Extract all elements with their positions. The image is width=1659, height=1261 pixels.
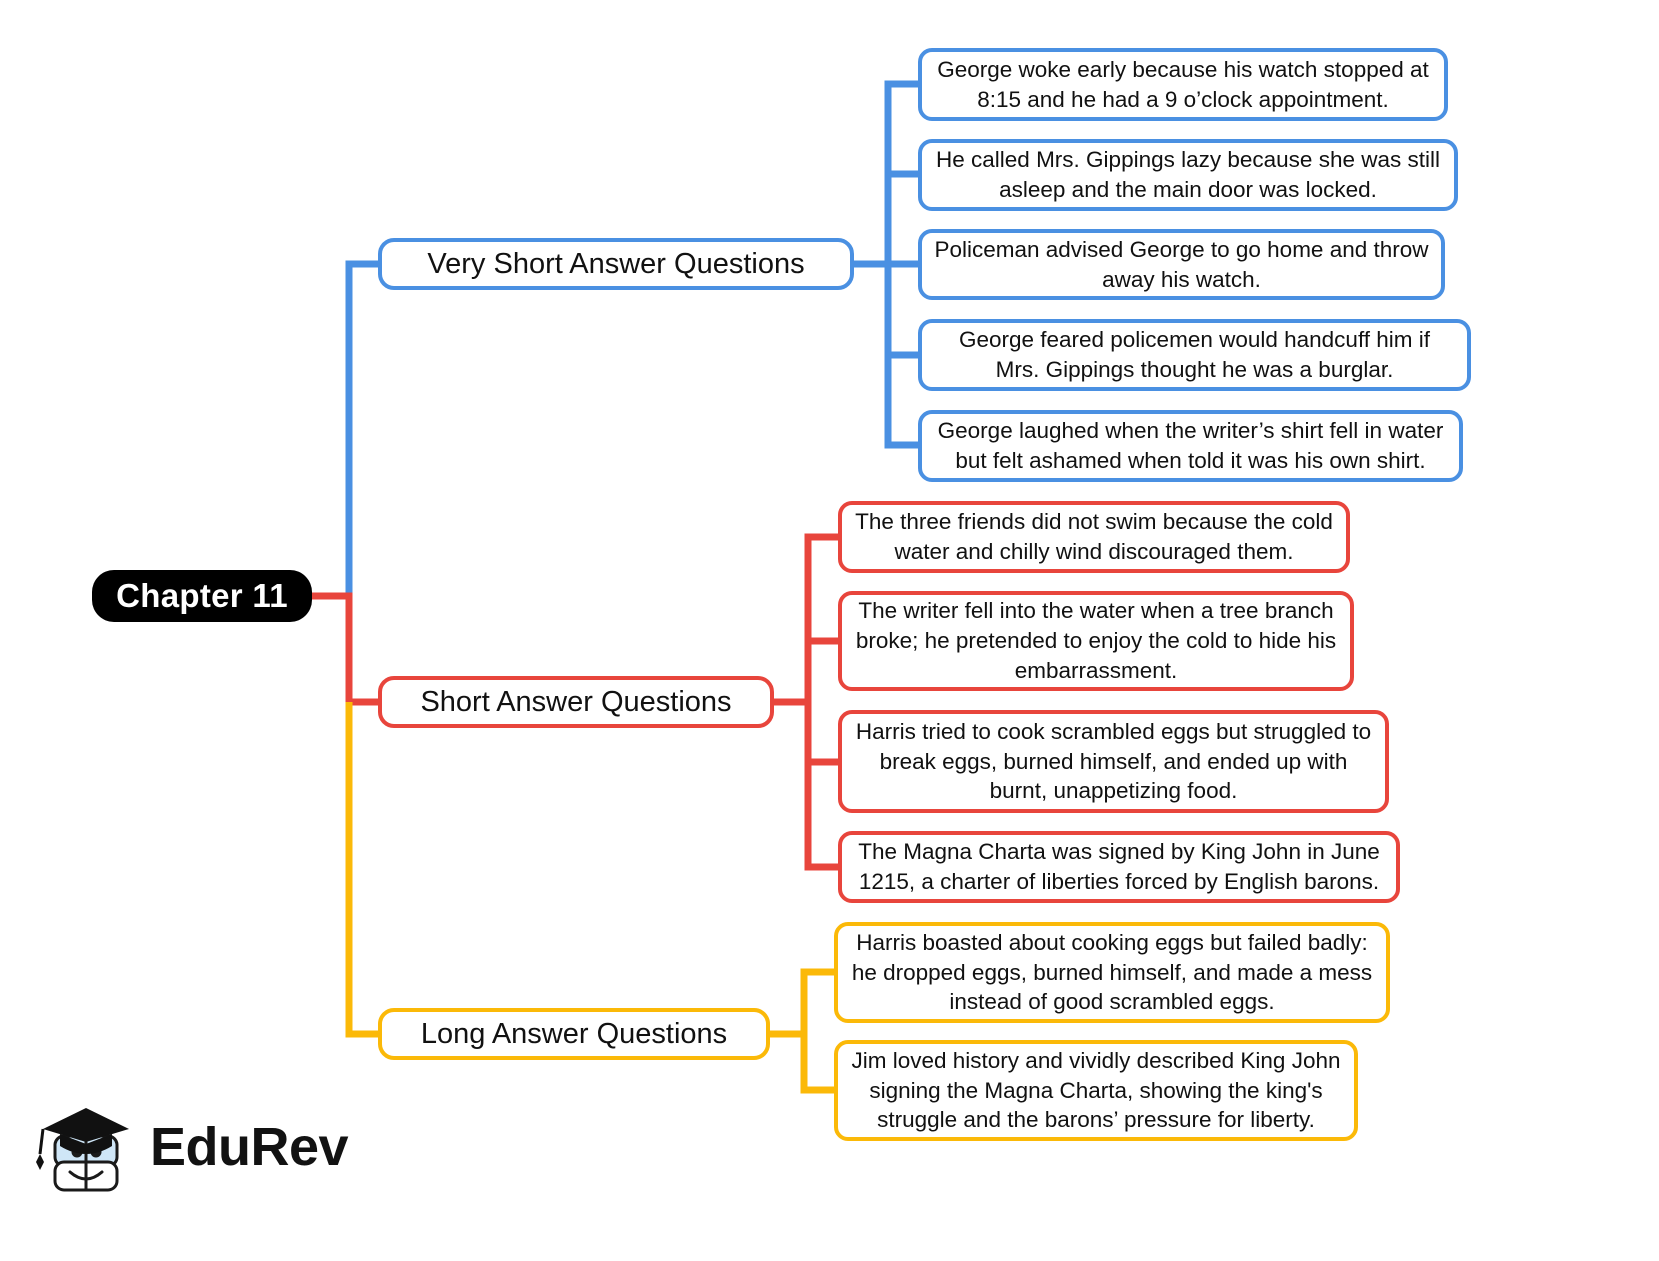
branch-node-very-short-answer-questions[interactable]: Very Short Answer Questions bbox=[378, 238, 854, 290]
connector-long-leaf-1 bbox=[800, 968, 836, 1034]
graduation-cap-book-mascot-icon bbox=[28, 1092, 136, 1202]
connector-root-to-short bbox=[311, 592, 381, 706]
root-node-chapter-11[interactable]: Chapter 11 bbox=[92, 570, 312, 622]
connector-short-leaf-1 bbox=[804, 533, 840, 702]
leaf-node-text: Jim loved history and vividly described … bbox=[851, 1047, 1341, 1133]
leaf-node-text: George laughed when the writer’s shirt f… bbox=[937, 418, 1444, 473]
connector-short-leaf-3 bbox=[804, 702, 840, 766]
connector-very-short-leaf-2 bbox=[884, 170, 920, 264]
leaf-node-text: Harris boasted about cooking eggs but fa… bbox=[851, 929, 1373, 1015]
connector-very-short-leaf-4 bbox=[884, 264, 920, 359]
branch-node-label: Short Answer Questions bbox=[420, 685, 732, 718]
leaf-node-very-short-5[interactable]: George laughed when the writer’s shirt f… bbox=[918, 410, 1463, 482]
branch-node-short-answer-questions[interactable]: Short Answer Questions bbox=[378, 676, 774, 728]
connector-short-leaf-2 bbox=[804, 637, 840, 702]
connector-very-short-leaf-1 bbox=[884, 80, 920, 264]
leaf-node-text: He called Mrs. Gippings lazy because she… bbox=[936, 147, 1440, 202]
connector-root-to-long bbox=[345, 702, 381, 1038]
branch-node-long-answer-questions[interactable]: Long Answer Questions bbox=[378, 1008, 770, 1060]
leaf-node-short-1[interactable]: The three friends did not swim because t… bbox=[838, 501, 1350, 573]
leaf-node-long-1[interactable]: Harris boasted about cooking eggs but fa… bbox=[834, 922, 1390, 1023]
leaf-node-text: Policeman advised George to go home and … bbox=[934, 236, 1429, 292]
root-node-label: Chapter 11 bbox=[116, 577, 288, 614]
leaf-node-text: The three friends did not swim because t… bbox=[855, 509, 1333, 564]
leaf-node-text: George woke early because his watch stop… bbox=[937, 56, 1429, 112]
leaf-node-very-short-1[interactable]: George woke early because his watch stop… bbox=[918, 48, 1448, 121]
connector-root-to-very-short bbox=[311, 260, 381, 600]
branch-node-label: Very Short Answer Questions bbox=[427, 247, 805, 280]
connector-very-short-leaf-5 bbox=[884, 264, 920, 449]
branch-node-label: Long Answer Questions bbox=[420, 1017, 728, 1050]
leaf-node-text: George feared policemen would handcuff h… bbox=[958, 327, 1431, 382]
leaf-node-short-2[interactable]: The writer fell into the water when a tr… bbox=[838, 591, 1354, 691]
leaf-node-text: Harris tried to cook scrambled eggs but … bbox=[855, 718, 1372, 804]
edurev-wordmark: EduRev bbox=[150, 1117, 349, 1177]
leaf-node-text: The writer fell into the water when a tr… bbox=[855, 598, 1337, 683]
edurev-logo: EduRev bbox=[28, 1082, 349, 1212]
connector-short-leaf-4 bbox=[804, 702, 840, 871]
leaf-node-short-3[interactable]: Harris tried to cook scrambled eggs but … bbox=[838, 710, 1389, 813]
connector-long-leaf-2 bbox=[800, 1034, 836, 1094]
leaf-node-long-2[interactable]: Jim loved history and vividly described … bbox=[834, 1040, 1358, 1141]
leaf-node-very-short-4[interactable]: George feared policemen would handcuff h… bbox=[918, 319, 1471, 391]
leaf-node-very-short-2[interactable]: He called Mrs. Gippings lazy because she… bbox=[918, 139, 1458, 211]
leaf-node-short-4[interactable]: The Magna Charta was signed by King John… bbox=[838, 831, 1400, 903]
leaf-node-very-short-3[interactable]: Policeman advised George to go home and … bbox=[918, 229, 1445, 300]
leaf-node-text: The Magna Charta was signed by King John… bbox=[858, 839, 1380, 894]
